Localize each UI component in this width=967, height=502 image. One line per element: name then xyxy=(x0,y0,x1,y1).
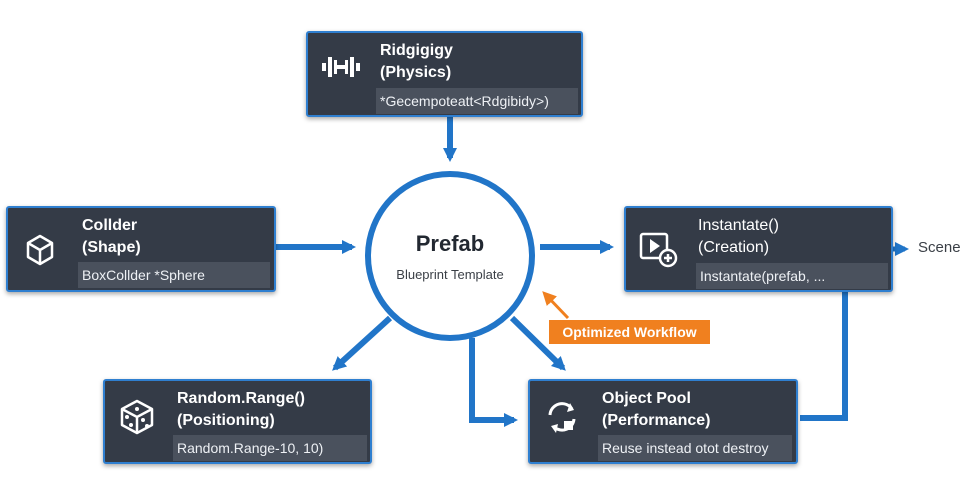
prefab-subtitle: Blueprint Template xyxy=(396,267,504,282)
dice-icon xyxy=(115,395,159,439)
rigidbody-title: Ridgigigy xyxy=(380,42,453,59)
collider-node[interactable]: Collder (Shape) BoxCollder *Sphere xyxy=(6,206,276,292)
cube-icon xyxy=(18,228,62,272)
play-add-icon xyxy=(636,226,680,270)
rigidbody-subtitle: (Physics) xyxy=(380,64,452,81)
arrow-prefab-to-random xyxy=(332,315,393,371)
arrow-prefab-to-pool xyxy=(509,315,566,371)
rigidbody-code: *Gecempoteatt<Rdgibidy>) xyxy=(376,88,578,114)
instantiate-node[interactable]: Instantate() (Creation) Instantate(prefa… xyxy=(624,206,893,292)
instantiate-code: Instantate(prefab, ... xyxy=(696,263,888,289)
arrow-optimized-workflow xyxy=(542,291,570,320)
object-pool-node[interactable]: Object Pool (Performance) Reuse instead … xyxy=(528,379,798,464)
random-code: Random.Range-10, 10) xyxy=(173,435,367,461)
arrow-prefab-to-pool-elbow xyxy=(469,338,518,427)
collider-title: Collder xyxy=(82,217,138,234)
random-node[interactable]: Random.Range() (Positioning) Random.Rang… xyxy=(103,379,372,464)
object-pool-code: Reuse instead otot destroy xyxy=(598,435,792,461)
rigidbody-node[interactable]: Ridgigigy (Physics) *Gecempoteatt<Rdgibi… xyxy=(306,31,583,117)
random-subtitle: (Positioning) xyxy=(177,412,275,429)
instantiate-subtitle: (Creation) xyxy=(698,239,770,256)
prefab-hub[interactable]: Prefab Blueprint Template xyxy=(365,171,535,341)
optimized-workflow-badge: Optimized Workflow xyxy=(549,320,710,344)
instantiate-title: Instantate() xyxy=(698,217,779,234)
object-pool-subtitle: (Performance) xyxy=(602,412,711,429)
line-instantiate-to-pool xyxy=(800,292,848,421)
collider-code: BoxCollder *Sphere xyxy=(78,262,270,288)
object-pool-title: Object Pool xyxy=(602,390,691,407)
collider-subtitle: (Shape) xyxy=(82,239,141,256)
random-title: Random.Range() xyxy=(177,390,305,407)
dumbbell-icon xyxy=(318,45,362,89)
scene-label: Scene xyxy=(918,239,961,256)
recycle-icon xyxy=(540,395,584,439)
prefab-title: Prefab xyxy=(415,231,485,256)
